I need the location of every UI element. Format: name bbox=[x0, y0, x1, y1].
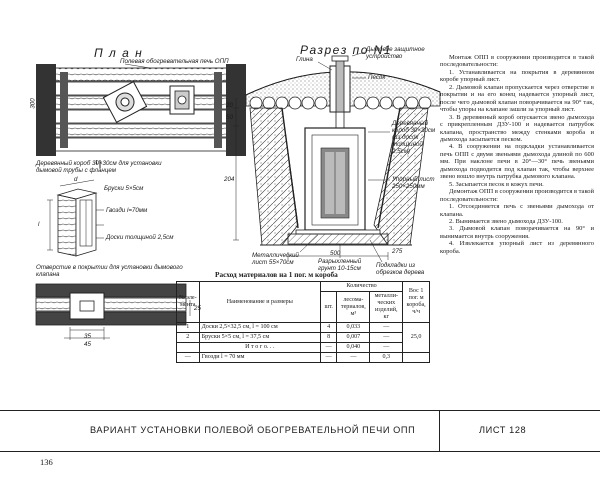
label-clay: Глина bbox=[296, 56, 313, 63]
plan-drawing: 1 bbox=[36, 63, 246, 168]
label-smoke: Дымовое защитное устройство bbox=[366, 46, 425, 60]
dim-left: 300 bbox=[29, 98, 37, 109]
table-total-row: И т о г о. . . — 0,040 — bbox=[176, 342, 430, 353]
text-p1: Монтаж ОПП в сооружении производится в т… bbox=[440, 54, 594, 69]
table-row: 1 Доски 2,5×32,5 см, l = 100 см 4 0,033 … bbox=[176, 322, 430, 353]
label-hole: Отверстие в покрытии для установки дымов… bbox=[36, 264, 183, 278]
text-p4: 3. В деревянный короб опускается звено д… bbox=[440, 113, 594, 143]
section-mark: 1 bbox=[95, 160, 98, 166]
th-labor: Вос 1 пог. м короба, ч/ч bbox=[402, 281, 430, 323]
label-soil: Разрыхленный грунт 10-15см bbox=[318, 258, 362, 272]
text-p8: 1. Отсоединяется печь с звеньями дымоход… bbox=[440, 203, 594, 218]
label-bars: Бруски 5×5см bbox=[104, 185, 144, 192]
plan-title: П л а н bbox=[94, 46, 144, 60]
label-sheet: Упорный лист 250×250мм bbox=[392, 176, 435, 190]
page-number: 136 bbox=[40, 457, 53, 467]
dim-35: 35 bbox=[84, 333, 91, 340]
th-pcs: шт. bbox=[319, 291, 338, 323]
dim-204: 204 bbox=[224, 176, 235, 183]
table-row: — Гвозди l = 70 мм — — 0,3 bbox=[176, 352, 430, 363]
dim-l: l bbox=[38, 221, 40, 228]
th-name: Наименование и размеры bbox=[198, 281, 321, 323]
footer-sheet: ЛИСТ 128 bbox=[479, 425, 527, 435]
th-wood: лесома-териалов, м³ bbox=[336, 291, 371, 323]
label-stove: Полевая обогревательная печь ОПП bbox=[120, 58, 229, 65]
dim-500: 500 bbox=[330, 250, 341, 257]
instructions-text: Монтаж ОПП в сооружении производится в т… bbox=[440, 54, 594, 255]
section-title: Разрез по N1 bbox=[300, 43, 393, 57]
total-labor: 25,0 bbox=[402, 322, 430, 353]
text-p7: Демонтаж ОПП в сооружении производится в… bbox=[440, 188, 594, 203]
dim-45: 45 bbox=[84, 341, 91, 348]
label-sand: Песок bbox=[368, 74, 386, 81]
dim-275: 275 bbox=[392, 248, 403, 255]
dim-50: 50 bbox=[226, 114, 233, 121]
text-p9: 2. Вынимается звено дымохода ДЗУ-100. bbox=[449, 217, 563, 225]
label-boards: Доски толщиной 2,5см bbox=[106, 234, 174, 241]
label-section-box: Деревянный короб 30×30см (из досок толщи… bbox=[392, 120, 436, 155]
footer-title: ВАРИАНТ УСТАНОВКИ ПОЛЕВОЙ ОБОГРЕВАТЕЛЬНО… bbox=[90, 425, 416, 435]
text-p5: 4. В сооружении на подкладки устанавлива… bbox=[440, 143, 594, 181]
text-p10: 3. Дымовой клапан поворачивается на 90° … bbox=[440, 225, 594, 240]
label-nails: Гвозди l=70мм bbox=[106, 207, 148, 214]
table-caption: Расход материалов на 1 пог. м короба bbox=[215, 270, 338, 279]
th-qty: Количество bbox=[319, 281, 404, 292]
dim-20: 20 bbox=[226, 102, 233, 109]
text-p2: 1. Устанавливается на покрытия в деревян… bbox=[440, 68, 594, 84]
label-pads: Подкладки из обрезков дерева bbox=[376, 262, 425, 276]
th-metal: металли-ческих изделий, кг bbox=[369, 291, 404, 323]
box-detail-drawing bbox=[47, 179, 104, 257]
section-drawing bbox=[233, 51, 441, 263]
th-no: № эле-мента bbox=[176, 281, 200, 323]
label-box: Деревянный короб 30×30см для установки д… bbox=[36, 160, 162, 174]
text-p6: 5. Засыпается песок в кожух печи. bbox=[449, 180, 544, 188]
text-p11: 4. Извлекается упорный лист из деревянно… bbox=[440, 240, 594, 255]
text-p3: 2. Дымовой клапан пропускается через отв… bbox=[440, 83, 594, 114]
hole-detail-drawing bbox=[35, 283, 191, 340]
dim-d: d bbox=[74, 176, 78, 183]
label-metal: Металлический лист 55×70см bbox=[252, 252, 299, 266]
materials-table: № эле-мента Наименование и размеры Колич… bbox=[176, 281, 430, 363]
table-row: 2 Бруски 5×5 см, l = 37,5 см 8 0,007 — bbox=[176, 332, 430, 343]
title-block bbox=[0, 410, 600, 452]
